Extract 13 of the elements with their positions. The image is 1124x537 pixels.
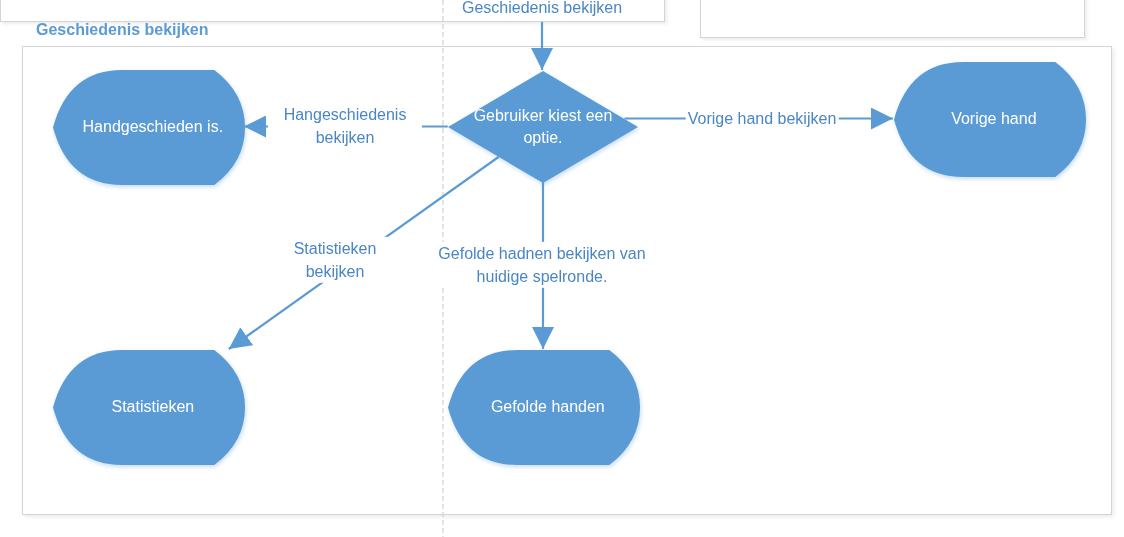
decision-diamond xyxy=(448,71,638,183)
display-shape xyxy=(53,70,245,185)
node-label: Vorige hand xyxy=(950,109,1038,130)
display-shape xyxy=(894,62,1086,177)
arrow xyxy=(531,22,553,70)
panel-frame xyxy=(700,0,1085,38)
display-shape xyxy=(53,350,245,465)
lane-heading: Geschiedenis bekijken xyxy=(36,21,209,39)
node-label: Statistieken xyxy=(110,397,196,418)
node-label: Gefolde handen xyxy=(489,397,606,418)
display-shape xyxy=(448,350,640,465)
node-label: Handgeschieden is. xyxy=(81,117,225,138)
node-label: Gebruiker kiest een optie. xyxy=(472,105,614,148)
